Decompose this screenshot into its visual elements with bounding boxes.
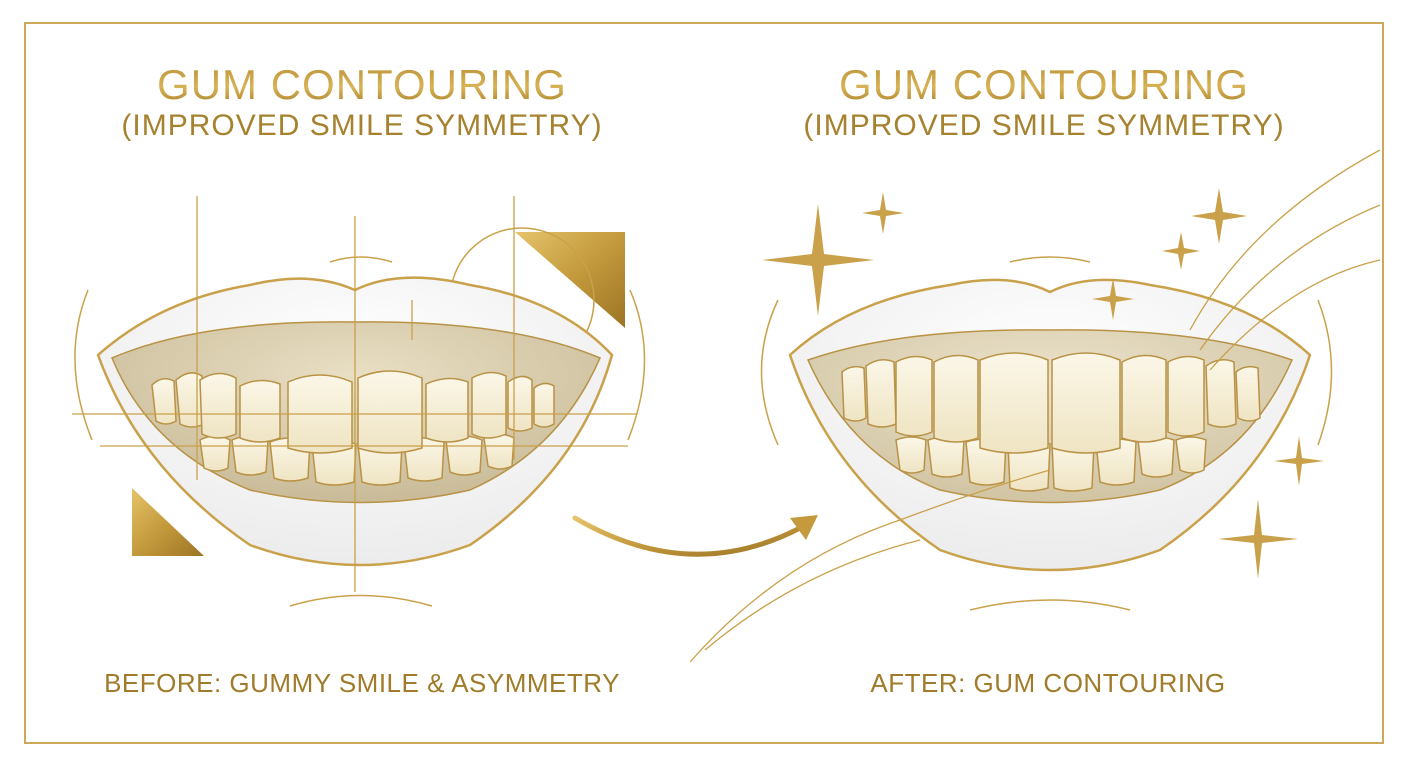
before-mouth <box>72 196 646 607</box>
arrow-icon <box>572 515 818 557</box>
after-caption: AFTER: GUM CONTOURING <box>870 668 1226 698</box>
gold-triangle-top <box>515 232 625 328</box>
after-subtitle: (IMPROVED SMILE SYMMETRY) <box>803 109 1285 142</box>
before-caption: BEFORE: GUMMY SMILE & ASYMMETRY <box>104 668 620 698</box>
before-title: GUM CONTOURING <box>32 62 692 108</box>
gold-triangle-bottom <box>132 488 204 556</box>
after-title-block: GUM CONTOURING (IMPROVED SMILE SYMMETRY) <box>714 62 1374 144</box>
before-subtitle: (IMPROVED SMILE SYMMETRY) <box>121 109 603 142</box>
sparkle-icon <box>762 188 1324 579</box>
after-mouth <box>689 149 1381 663</box>
after-title: GUM CONTOURING <box>714 62 1374 108</box>
before-title-block: GUM CONTOURING (IMPROVED SMILE SYMMETRY) <box>32 62 692 144</box>
